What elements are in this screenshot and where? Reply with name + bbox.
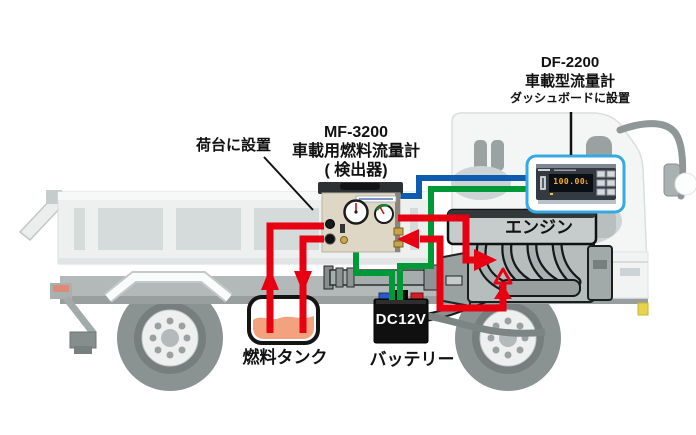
- monitor-button: [596, 188, 606, 196]
- monitor-readout: 100.00L: [549, 177, 593, 187]
- readout-unit: L: [585, 180, 589, 186]
- power-cable-mf-to-battery: [353, 252, 395, 300]
- flow-arrow-down-tank: [294, 271, 312, 293]
- driveshaft: [323, 264, 441, 291]
- battery-label: バッテリー: [369, 350, 455, 369]
- input-connector: [325, 219, 335, 229]
- flow-arrow-up-engine: [494, 285, 512, 299]
- flow-arrow-up-engine-outline: [493, 267, 513, 285]
- flow-arrow-up-tank: [261, 268, 279, 290]
- df2200-label: DF-2200 車載型流量計 ダッシュボードに設置: [510, 53, 630, 105]
- monitor-button: [596, 170, 606, 178]
- toggle-switch: [340, 224, 345, 233]
- monitor-display: [549, 174, 593, 192]
- monitor-button: [606, 179, 616, 187]
- df-note-text: ダッシュボードに設置: [509, 91, 631, 105]
- mf-name-text: 車載用燃料流量計: [291, 143, 421, 160]
- fuel-tank-label: 燃料タンク: [242, 348, 328, 367]
- power-cable-df-to-battery: [397, 186, 527, 300]
- output-connector: [324, 233, 336, 245]
- bed-install-pointer: [263, 156, 314, 211]
- monitor-button: [596, 179, 606, 187]
- rear-wheel: [117, 285, 223, 391]
- flow-arrow-into-detector: [397, 229, 419, 249]
- mf3200-device: [318, 182, 404, 253]
- pointer-lines: [263, 112, 573, 211]
- engine-graphic: [323, 208, 613, 323]
- bed-install-label: 荷台に設置: [196, 137, 272, 154]
- fuel-fitting: [393, 227, 404, 236]
- fuel-line-tank-supply: [266, 222, 324, 333]
- engine-label: エンジン: [505, 218, 573, 237]
- fuel-line-tank-return: [299, 235, 324, 333]
- readout-value: 100.00: [553, 177, 586, 186]
- fuel-tank-graphic: [247, 295, 320, 345]
- side-mirror: [616, 120, 696, 200]
- signal-cable: [398, 175, 527, 199]
- exhaust-manifold: [475, 238, 582, 297]
- battery-voltage-label: DC12V: [375, 311, 427, 328]
- monitor-button: [606, 170, 616, 178]
- power-cables: [353, 186, 527, 300]
- mf-model-text: MF-3200: [323, 124, 389, 141]
- fuel-line-engine-supply: [398, 214, 476, 264]
- cab-rear-window: [474, 140, 487, 171]
- marker-light: [637, 302, 649, 316]
- mf-note-text: ( 検出器): [324, 162, 388, 179]
- monitor-button: [606, 188, 616, 196]
- fuel-line-engine-return: [420, 235, 507, 312]
- fuel-lines: [261, 214, 513, 333]
- df2200-monitor: [525, 154, 626, 214]
- carry-handle: [340, 183, 380, 190]
- flow-arrow-into-engine: [474, 249, 497, 271]
- df-model-text: DF-2200: [540, 54, 600, 71]
- fuel-fitting: [393, 240, 404, 248]
- df-name-text: 車載型流量計: [524, 73, 616, 90]
- mf3200-label: MF-3200 車載用燃料流量計 ( 検出器): [292, 123, 420, 180]
